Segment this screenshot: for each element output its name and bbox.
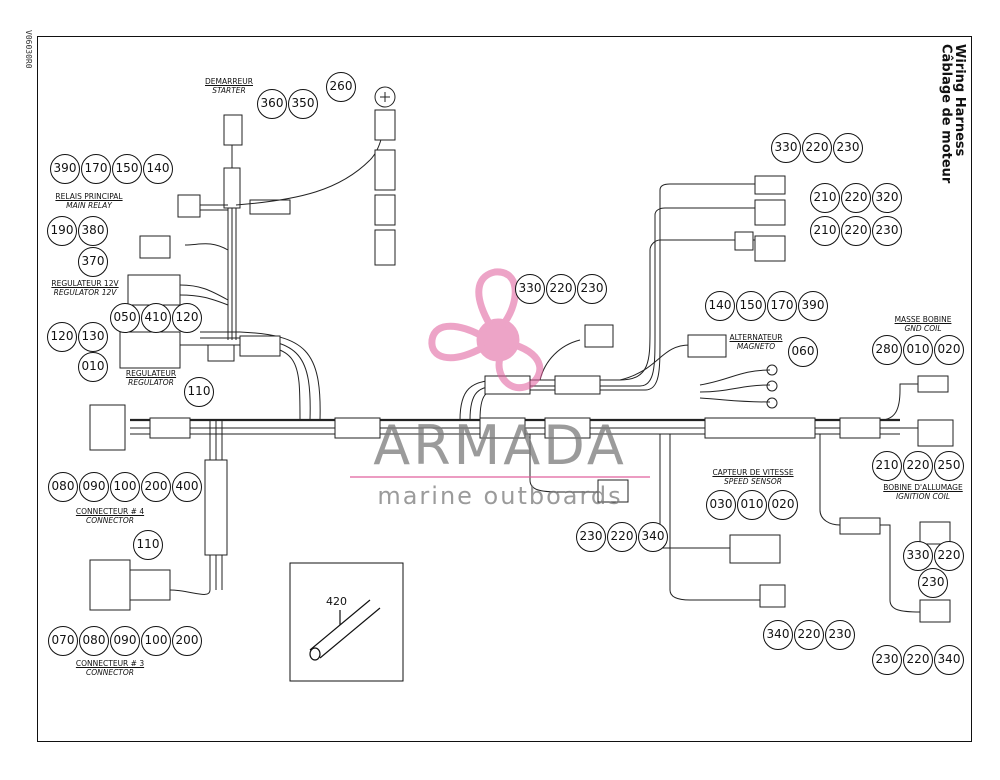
- part-number-bubble: 360: [257, 89, 287, 119]
- part-number-bubble: 220: [934, 541, 964, 571]
- part-number-bubble: 070: [48, 626, 78, 656]
- part-number-bubble: 090: [110, 626, 140, 656]
- part-number-bubble: 230: [825, 620, 855, 650]
- part-number-bubble: 100: [110, 472, 140, 502]
- part-number-bubble: 100: [141, 626, 171, 656]
- part-number-bubble: 390: [798, 291, 828, 321]
- part-number-bubble: 220: [903, 645, 933, 675]
- part-number-bubble: 220: [607, 522, 637, 552]
- alternator-label: ALTERNATEUR MAGNETO: [729, 333, 783, 351]
- part-number-bubble: 120: [172, 303, 202, 333]
- part-number-bubble: 340: [934, 645, 964, 675]
- title-en: Wiring Harness: [952, 44, 967, 157]
- part-number-bubble: 010: [903, 335, 933, 365]
- connector-3-label: CONNECTEUR # 3 CONNECTOR: [75, 659, 145, 677]
- part-number-bubble: 410: [141, 303, 171, 333]
- part-number-bubble: 050: [110, 303, 140, 333]
- part-number-bubble: 220: [802, 133, 832, 163]
- part-number-bubble: 350: [288, 89, 318, 119]
- title-fr: Câblage de moteur: [938, 44, 954, 184]
- part-number-bubble: 150: [112, 154, 142, 184]
- part-number-bubble: 370: [78, 247, 108, 277]
- part-number-bubble: 230: [833, 133, 863, 163]
- part-number-bubble: 230: [577, 274, 607, 304]
- part-number-bubble: 060: [788, 337, 818, 367]
- part-number-bubble: 150: [736, 291, 766, 321]
- part-number-bubble: 210: [872, 451, 902, 481]
- part-number-bubble: 130: [78, 322, 108, 352]
- gnd-coil-label: MASSE BOBINE GND COIL: [894, 315, 952, 333]
- part-number-bubble: 190: [47, 216, 77, 246]
- part-number-bubble: 030: [706, 490, 736, 520]
- part-number-bubble: 220: [841, 183, 871, 213]
- part-number-bubble: 110: [133, 530, 163, 560]
- main-relay-label: RELAIS PRINCIPAL MAIN RELAY: [55, 192, 123, 210]
- regulator-label: REGULATEUR REGULATOR: [125, 369, 177, 387]
- part-number-bubble: 110: [184, 377, 214, 407]
- starter-label: DEMARREUR STARTER: [205, 77, 253, 95]
- part-number-bubble: 210: [810, 216, 840, 246]
- part-number-bubble: 220: [794, 620, 824, 650]
- part-number-bubble: 330: [903, 541, 933, 571]
- part-number-bubble: 220: [546, 274, 576, 304]
- part-number-bubble: 330: [771, 133, 801, 163]
- part-number-bubble: 080: [79, 626, 109, 656]
- part-number-bubble: 230: [918, 568, 948, 598]
- part-number-bubble: 390: [50, 154, 80, 184]
- diagram-title: Wiring Harness Câblage de moteur: [930, 44, 967, 184]
- part-number-bubble: 200: [141, 472, 171, 502]
- part-number-bubble: 230: [872, 216, 902, 246]
- tube-part-number: 420: [326, 595, 347, 608]
- part-number-bubble: 280: [872, 335, 902, 365]
- part-number-bubble: 170: [767, 291, 797, 321]
- part-number-bubble: 220: [903, 451, 933, 481]
- part-number-bubble: 090: [79, 472, 109, 502]
- part-number-bubble: 380: [78, 216, 108, 246]
- part-number-bubble: 320: [872, 183, 902, 213]
- part-number-bubble: 140: [705, 291, 735, 321]
- part-number-bubble: 020: [768, 490, 798, 520]
- part-number-bubble: 080: [48, 472, 78, 502]
- part-number-bubble: 340: [763, 620, 793, 650]
- part-number-bubble: 220: [841, 216, 871, 246]
- part-number-bubble: 230: [872, 645, 902, 675]
- part-number-bubble: 400: [172, 472, 202, 502]
- connector-4-label: CONNECTEUR # 4 CONNECTOR: [75, 507, 145, 525]
- part-number-bubble: 340: [638, 522, 668, 552]
- part-number-bubble: 260: [326, 72, 356, 102]
- part-number-bubble: 020: [934, 335, 964, 365]
- part-number-bubble: 120: [47, 322, 77, 352]
- part-number-bubble: 170: [81, 154, 111, 184]
- part-number-bubble: 210: [810, 183, 840, 213]
- part-number-bubble: 010: [78, 352, 108, 382]
- regulator-12v-label: REGULATEUR 12V REGULATOR 12V: [51, 279, 119, 297]
- part-number-bubble: 140: [143, 154, 173, 184]
- drawing-frame: [37, 36, 972, 742]
- document-id: V06030R0: [24, 30, 33, 69]
- part-number-bubble: 330: [515, 274, 545, 304]
- ignition-coil-label: BOBINE D'ALLUMAGE IGNITION COIL: [883, 483, 963, 501]
- part-number-bubble: 250: [934, 451, 964, 481]
- part-number-bubble: 200: [172, 626, 202, 656]
- speed-sensor-label: CAPTEUR DE VITESSE SPEED SENSOR: [712, 468, 794, 486]
- part-number-bubble: 010: [737, 490, 767, 520]
- part-number-bubble: 230: [576, 522, 606, 552]
